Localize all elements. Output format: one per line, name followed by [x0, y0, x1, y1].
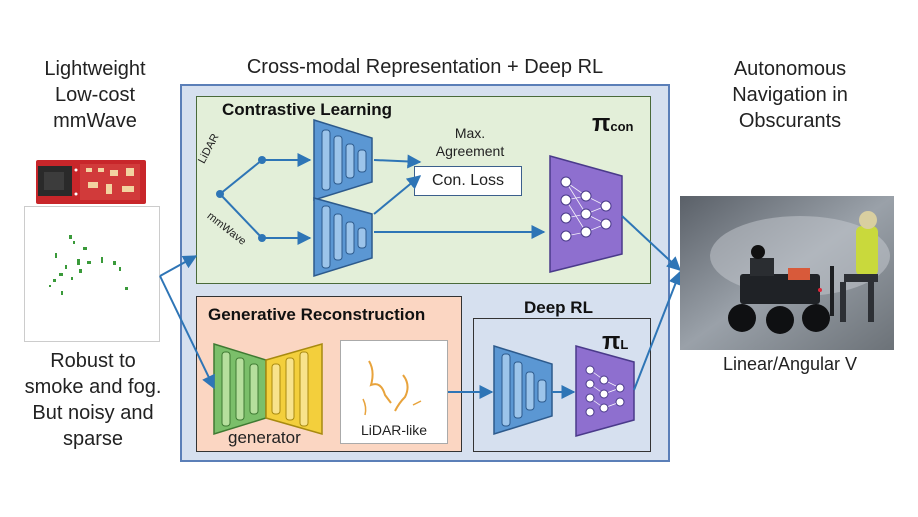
max-agreement-label: Max. Agreement — [420, 124, 520, 160]
mmwave-sensor-image — [36, 160, 146, 204]
right-title-line: Obscurants — [738, 110, 842, 132]
left-title-line: mmWave — [53, 110, 137, 132]
pi-symbol: π — [592, 110, 611, 137]
pi-symbol: π — [602, 328, 621, 355]
mmwave-pointcloud — [24, 206, 160, 342]
lidar-encoder — [313, 118, 373, 202]
mmwave-encoder — [313, 197, 373, 278]
loss-arrows — [373, 154, 546, 239]
generator-label: generator — [228, 428, 301, 447]
right-caption: Linear/Angular V — [722, 354, 858, 374]
robot-scene-drawing — [680, 196, 894, 350]
agreement-line: Agreement — [435, 143, 505, 159]
lidar-like-label: LiDAR-like — [360, 422, 428, 438]
robot-in-smoke-image — [680, 196, 894, 350]
contrastive-loss-box: Con. Loss — [414, 166, 522, 196]
left-caption-line: sparse — [62, 428, 124, 450]
mmwave-board-drawing — [38, 164, 140, 200]
generative-title: Generative Reconstruction — [208, 305, 426, 324]
pi-l-label: πL — [602, 328, 628, 356]
contrastive-title: Contrastive Learning — [222, 100, 393, 119]
pointcloud-drawing — [49, 235, 128, 295]
policy-con-network — [549, 155, 623, 273]
pi-sub: L — [620, 337, 629, 352]
pi-con-label: πcon — [592, 110, 634, 138]
right-title-line: Autonomous — [733, 58, 847, 80]
left-title: Lightweight Low-cost mmWave — [20, 56, 170, 134]
lidar-like-output — [340, 340, 448, 444]
pi-sub: con — [610, 119, 634, 134]
left-caption-line: Robust to — [50, 350, 136, 372]
agreement-line: Max. — [454, 125, 486, 141]
center-title: Cross-modal Representation + Deep RL — [246, 56, 604, 78]
left-caption-line: But noisy and — [32, 402, 154, 424]
left-caption: Robust to smoke and fog. But noisy and s… — [10, 348, 176, 452]
input-split-lines — [216, 153, 312, 245]
lidar-like-drawing — [362, 360, 422, 416]
deeprl-title: Deep RL — [524, 298, 593, 317]
left-caption-line: smoke and fog. — [24, 376, 162, 398]
right-title-line: Navigation in — [732, 84, 848, 106]
deeprl-encoder — [493, 344, 553, 436]
flow-arrows — [159, 215, 682, 399]
policy-l-network — [575, 345, 635, 437]
left-title-line: Low-cost — [54, 84, 136, 106]
left-title-line: Lightweight — [44, 58, 146, 80]
generator-network — [213, 342, 323, 436]
right-title: Autonomous Navigation in Obscurants — [690, 56, 890, 134]
